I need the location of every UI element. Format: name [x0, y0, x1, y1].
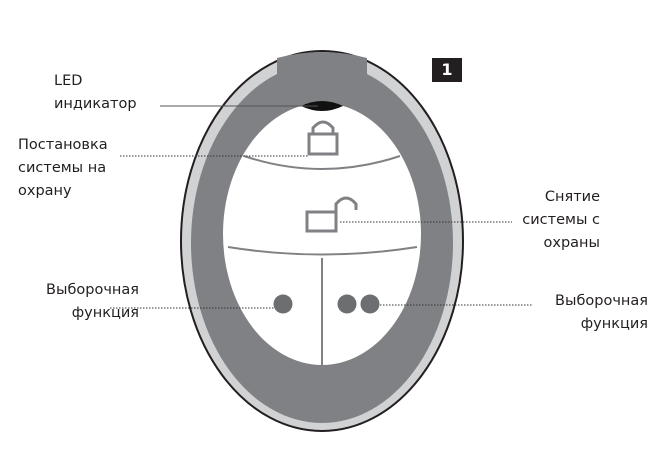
label-line: Выборочная	[46, 282, 139, 298]
label-line: LED	[54, 73, 83, 89]
led-indicator	[301, 101, 343, 111]
label-line: Постановка	[18, 137, 108, 153]
label-line: Снятие	[544, 189, 600, 205]
label-arm: Постановка системы на охрану	[18, 134, 108, 203]
label-line: функция	[71, 305, 139, 321]
lock-closed-icon	[307, 120, 339, 156]
label-line: системы на	[18, 160, 107, 176]
divider-top	[243, 155, 401, 170]
label-line: охрану	[18, 183, 72, 199]
figure-number-badge: 1	[432, 58, 462, 82]
label-option-right: Выборочная функция	[555, 290, 648, 336]
option-button-double-dot-2[interactable]	[360, 294, 380, 314]
label-line: системы с	[522, 212, 600, 228]
label-disarm: Снятие системы с охраны	[522, 186, 600, 255]
label-led: LED индикатор	[54, 70, 137, 116]
divider-middle	[227, 246, 418, 256]
option-button-single-dot[interactable]	[273, 294, 293, 314]
label-line: функция	[580, 316, 648, 332]
lock-open-icon	[305, 196, 358, 233]
label-option-left: Выборочная функция	[46, 279, 139, 325]
fob-top-cap	[277, 52, 367, 76]
label-line: Выборочная	[555, 293, 648, 309]
label-line: охраны	[543, 235, 600, 251]
label-line: индикатор	[54, 96, 137, 112]
option-button-double-dot-1[interactable]	[337, 294, 357, 314]
